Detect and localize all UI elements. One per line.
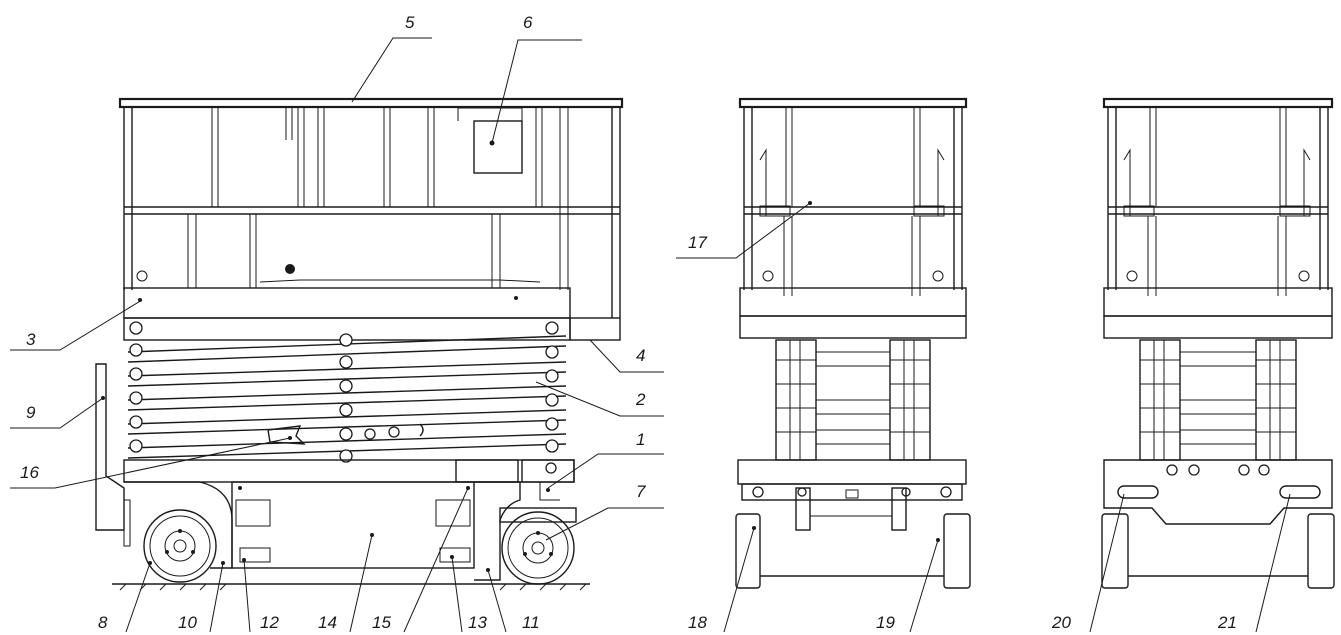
leader-lines <box>10 37 1291 633</box>
platform-deck <box>123 287 571 319</box>
label-9: 9 <box>26 403 36 422</box>
label-5: 5 <box>405 13 415 32</box>
rear-wheel <box>499 507 577 585</box>
label-14: 14 <box>318 613 337 632</box>
part-labels: 5 6 3 4 2 9 1 16 7 8 10 12 14 15 13 11 1… <box>20 13 1237 632</box>
side-view <box>95 97 624 591</box>
label-11: 11 <box>522 613 540 632</box>
label-17: 17 <box>688 233 707 252</box>
label-4: 4 <box>636 346 645 365</box>
label-2: 2 <box>635 390 646 409</box>
label-18: 18 <box>688 613 707 632</box>
label-19: 19 <box>876 613 895 632</box>
front-view <box>735 97 971 589</box>
label-13: 13 <box>468 613 487 632</box>
label-6: 6 <box>523 13 533 32</box>
label-10: 10 <box>178 613 197 632</box>
front-wheel <box>143 509 217 583</box>
front-right-wheel <box>943 513 971 589</box>
label-15: 15 <box>372 613 391 632</box>
label-7: 7 <box>636 482 646 501</box>
label-8: 8 <box>98 613 108 632</box>
extension-deck <box>569 317 621 341</box>
scissor-arms <box>127 335 567 459</box>
label-1: 1 <box>636 430 645 449</box>
label-16: 16 <box>20 463 39 482</box>
chassis-top <box>123 459 575 483</box>
label-3: 3 <box>26 330 36 349</box>
label-12: 12 <box>260 613 279 632</box>
control-box <box>473 120 523 174</box>
label-21: 21 <box>1217 613 1237 632</box>
handle-bar <box>95 363 125 531</box>
front-left-wheel <box>735 513 761 589</box>
label-20: 20 <box>1051 613 1071 632</box>
top-rail <box>118 97 624 109</box>
rear-view <box>1101 97 1335 589</box>
